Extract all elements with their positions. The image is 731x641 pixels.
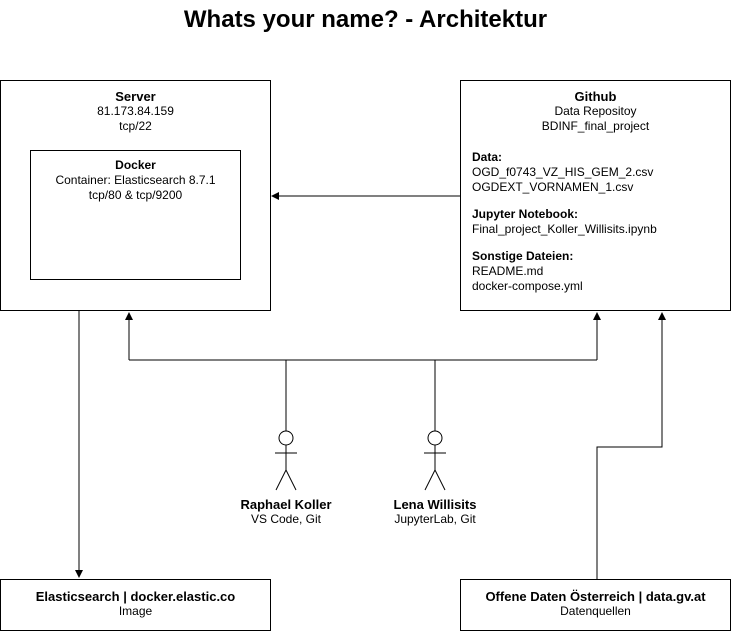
person-icon-raphael	[275, 430, 297, 491]
github-line1: Data Repositoy	[554, 104, 637, 118]
person-raphael: Raphael Koller VS Code, Git	[206, 497, 366, 527]
page-title: Whats your name? - Architektur	[183, 6, 548, 33]
person-raphael-name: Raphael Koller	[240, 497, 332, 512]
opendata-heading: Offene Daten Österreich | data.gv.at	[485, 589, 706, 604]
person-lena-tools: JupyterLab, Git	[394, 512, 476, 526]
elasticsearch-box: Elasticsearch | docker.elastic.co Image	[0, 579, 271, 631]
github-line2: BDINF_final_project	[541, 119, 650, 133]
person-lena-name: Lena Willisits	[393, 497, 477, 512]
github-notebook-file: Final_project_Koller_Willisits.ipynb	[472, 222, 657, 236]
person-lena: Lena Willisits JupyterLab, Git	[355, 497, 515, 527]
docker-container: Container: Elasticsearch 8.7.1	[55, 173, 216, 187]
server-heading: Server	[115, 89, 156, 104]
github-other-file-1: README.md	[472, 264, 544, 278]
github-heading: Github	[574, 89, 617, 104]
github-data-file-2: OGDEXT_VORNAMEN_1.csv	[472, 180, 634, 194]
elasticsearch-sub: Image	[118, 604, 153, 618]
docker-heading: Docker	[115, 158, 156, 172]
person-raphael-tools: VS Code, Git	[250, 512, 322, 526]
docker-ports: tcp/80 & tcp/9200	[88, 188, 183, 202]
docker-box: Docker Container: Elasticsearch 8.7.1 tc…	[30, 150, 241, 280]
person-icon-lena	[424, 430, 446, 491]
github-box: Github Data Repositoy BDINF_final_projec…	[460, 80, 731, 311]
github-other-file-2: docker-compose.yml	[472, 279, 583, 293]
github-data-heading: Data:	[472, 150, 503, 164]
arrow-opendata-to-github	[596, 312, 666, 580]
opendata-sub: Datenquellen	[560, 604, 631, 618]
opendata-box: Offene Daten Österreich | data.gv.at Dat…	[460, 579, 731, 631]
github-notebook-heading: Jupyter Notebook:	[472, 207, 579, 221]
elasticsearch-heading: Elasticsearch | docker.elastic.co	[35, 589, 236, 604]
server-ip: 81.173.84.159	[97, 104, 174, 118]
server-port: tcp/22	[119, 119, 152, 133]
github-other-heading: Sonstige Dateien:	[472, 249, 574, 263]
github-data-file-1: OGD_f0743_VZ_HIS_GEM_2.csv	[472, 165, 654, 179]
